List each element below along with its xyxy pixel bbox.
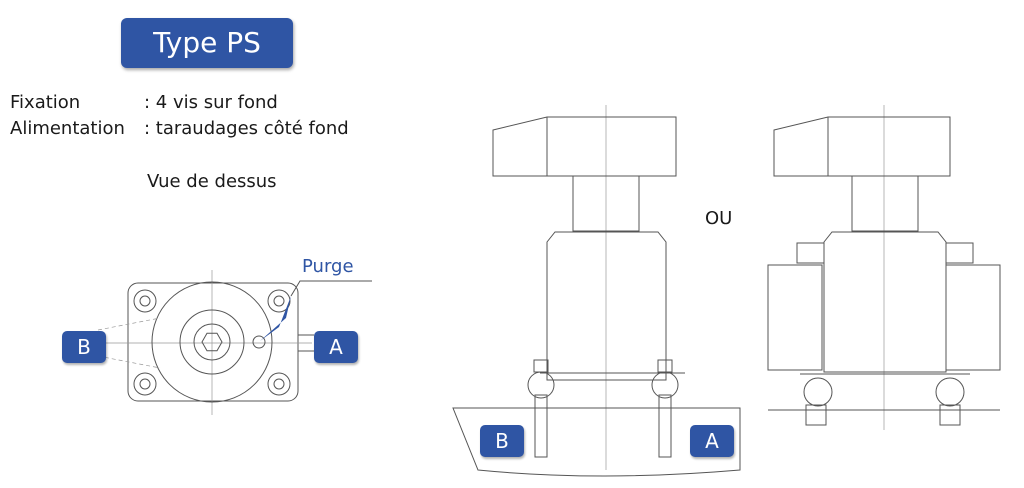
or-label: OU xyxy=(705,208,733,229)
spec-key: Fixation xyxy=(10,92,81,113)
spec-value: : taraudages côté fond xyxy=(144,118,349,139)
spec-key: Alimentation xyxy=(10,118,125,139)
spec-row-fixation: Fixation : 4 vis sur fond xyxy=(10,91,278,115)
section-view-bolted xyxy=(452,105,741,477)
port-a-badge: A xyxy=(314,331,358,363)
type-title-badge: Type PS xyxy=(121,18,293,68)
spec-row-alimentation: Alimentation : taraudages côté fond xyxy=(10,117,349,141)
top-view-label: Vue de dessus xyxy=(147,171,277,192)
port-b-badge: B xyxy=(62,331,106,363)
port-b-badge: B xyxy=(480,425,524,457)
top-view-drawing xyxy=(97,270,372,415)
spec-value: : 4 vis sur fond xyxy=(144,92,278,113)
purge-label: Purge xyxy=(302,256,354,277)
port-a-badge: A xyxy=(690,425,734,457)
section-view-flush xyxy=(767,105,1001,430)
